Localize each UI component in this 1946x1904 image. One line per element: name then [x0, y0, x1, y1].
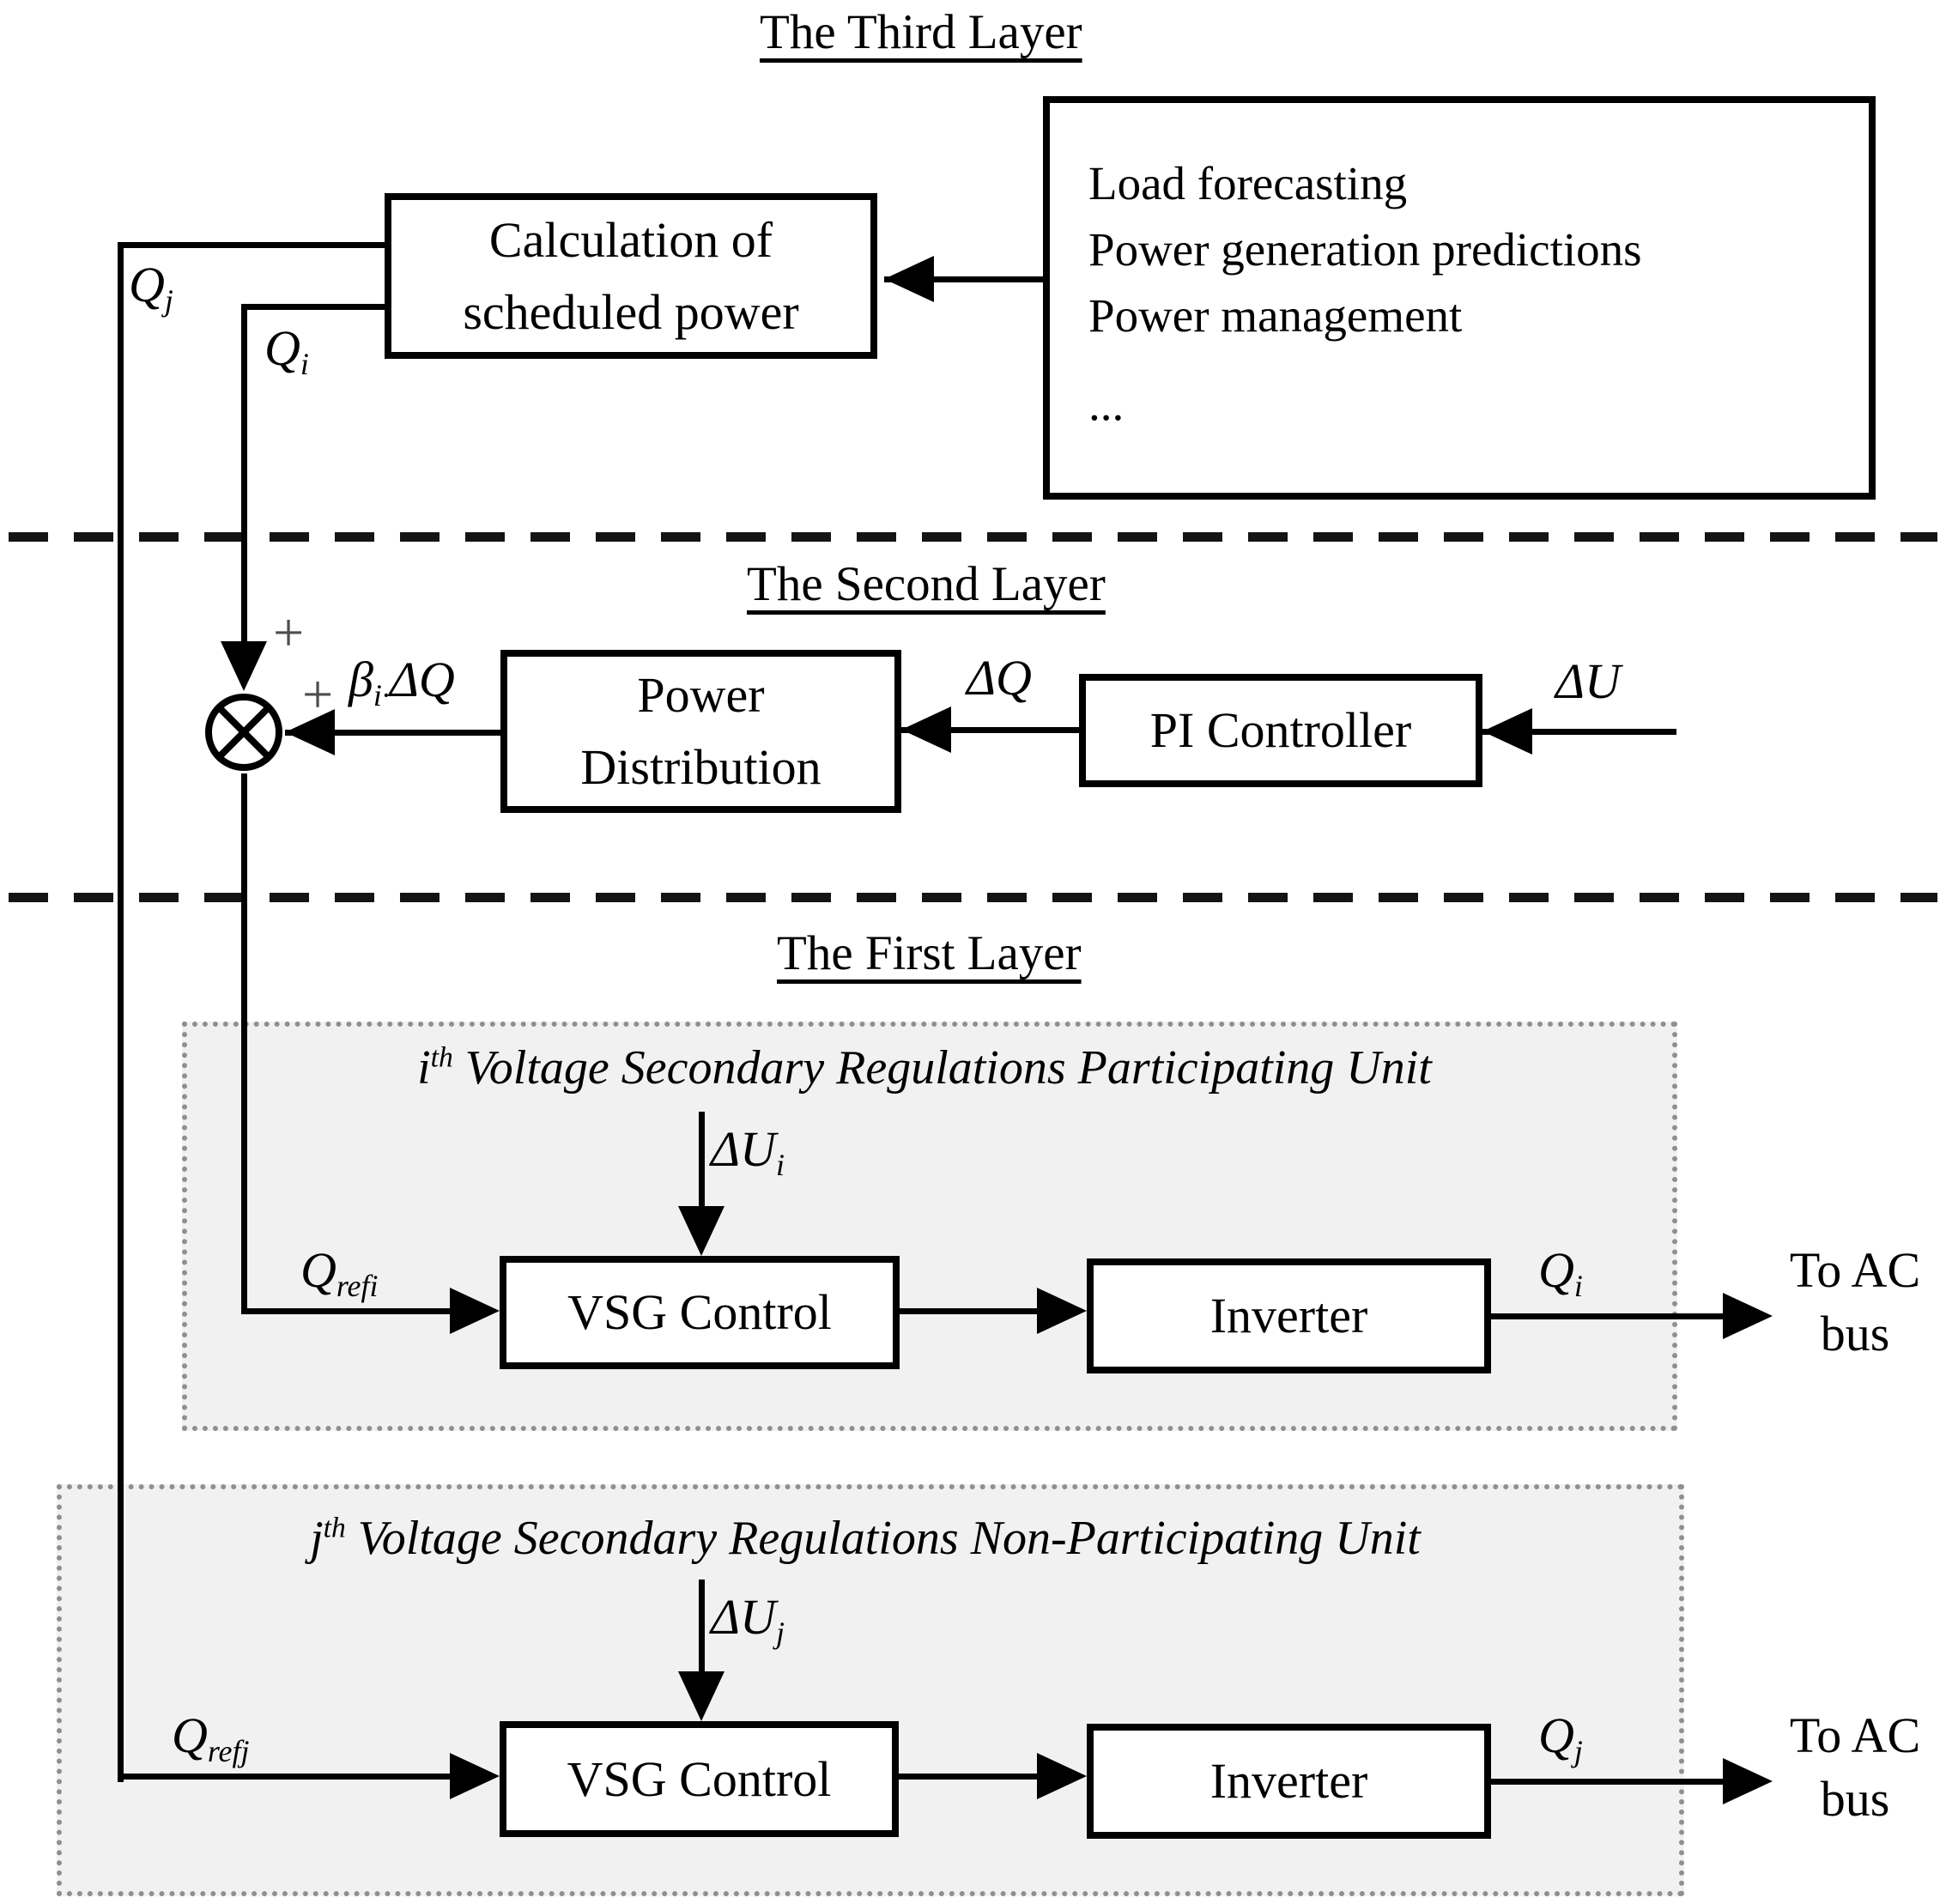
du-to-pi-line — [1482, 729, 1676, 735]
vsgj-to-invj-line — [899, 1774, 1039, 1780]
calc-box-line1: Calculation of — [488, 211, 773, 268]
info-line-4: ... — [1088, 378, 1125, 430]
forecast-management-box: Load forecasting Power generation predic… — [1043, 96, 1876, 500]
vsgj-to-invj-arrowhead-icon — [1037, 1753, 1087, 1799]
first-layer-title: The First Layer — [777, 926, 1082, 980]
third-layer-title: The Third Layer — [760, 5, 1082, 59]
second-layer-title: The Second Layer — [747, 557, 1106, 611]
vsgi-to-invi-line — [900, 1308, 1039, 1314]
qi-line-top — [244, 304, 385, 310]
layer-separator-bottom — [9, 893, 1937, 902]
qrefj-line — [118, 1774, 452, 1780]
unit-i-title-sup: th — [430, 1041, 453, 1074]
invj-out-arrowhead-icon — [1723, 1758, 1773, 1804]
calc-scheduled-power-box: Calculation of scheduled power — [385, 193, 877, 359]
sum-plus-side-label: + — [302, 664, 334, 725]
vsgi-to-invi-arrowhead-icon — [1037, 1288, 1087, 1334]
qj-line-top — [120, 242, 385, 248]
delta-u-label: ΔU — [1555, 653, 1621, 709]
pi-controller-label: PI Controller — [1149, 702, 1412, 758]
dui-arrowhead-icon — [678, 1206, 724, 1256]
to-ac-bus-j-label: To AC bus — [1789, 1707, 1921, 1827]
inverter-i-box: Inverter — [1087, 1258, 1491, 1373]
vsg-control-j-label: VSG Control — [567, 1750, 832, 1807]
delta-uj-label: ΔUj — [711, 1589, 785, 1650]
vsg-control-j-box: VSG Control — [500, 1721, 899, 1837]
sum-to-vsgi-vertical — [241, 773, 247, 1314]
qj-out-label: Qj — [1538, 1707, 1583, 1768]
qrefj-label: Qrefj — [172, 1707, 250, 1768]
info-to-calc-line — [884, 276, 1043, 282]
qi-line-vertical — [241, 304, 247, 647]
inverter-i-label: Inverter — [1209, 1288, 1368, 1343]
info-line-1: Load forecasting — [1088, 157, 1408, 209]
qrefj-arrowhead-icon — [450, 1753, 500, 1799]
du-to-pi-arrowhead-icon — [1482, 708, 1532, 755]
duj-line — [699, 1580, 705, 1676]
inverter-j-label: Inverter — [1209, 1753, 1368, 1809]
pd-to-sum-arrowhead-icon — [285, 709, 335, 755]
pi-to-pd-line — [901, 727, 1079, 733]
unit-i-title: ith Voltage Secondary Regulations Partic… — [182, 1040, 1667, 1095]
vsg-control-i-box: VSG Control — [500, 1256, 900, 1369]
summing-junction-icon — [205, 694, 282, 771]
calc-box-line2: scheduled power — [463, 283, 799, 340]
pd-to-sum-line — [285, 730, 500, 736]
power-distribution-box: Power Distribution — [500, 650, 901, 813]
to-ac-bus-i-label: To AC bus — [1789, 1242, 1921, 1361]
qj-top-label: Qj — [129, 257, 173, 318]
delta-q-label: ΔQ — [967, 650, 1032, 706]
power-distribution-line1: Power — [637, 667, 765, 723]
unit-j-title-var: j — [310, 1512, 324, 1565]
unit-j-title-sup: th — [323, 1512, 346, 1544]
beta-dq-label: βi·ΔQ — [349, 652, 455, 712]
inverter-j-box: Inverter — [1087, 1724, 1491, 1839]
qi-top-label: Qi — [264, 320, 309, 381]
pi-to-pd-arrowhead-icon — [901, 706, 951, 753]
qi-out-label: Qi — [1538, 1242, 1583, 1303]
unit-i-container — [182, 1022, 1677, 1431]
qrefi-label: Qrefi — [300, 1242, 379, 1303]
power-distribution-line2: Distribution — [580, 739, 821, 795]
qrefi-line — [241, 1308, 452, 1314]
qrefi-arrowhead-icon — [450, 1288, 500, 1334]
unit-i-title-rest: Voltage Secondary Regulations Participat… — [452, 1041, 1432, 1094]
info-line-2: Power generation predictions — [1088, 223, 1642, 276]
invi-out-line — [1491, 1313, 1725, 1319]
sum-plus-top-label: + — [273, 602, 305, 663]
invj-out-line — [1491, 1779, 1725, 1785]
qi-arrowhead-icon — [221, 641, 267, 691]
layer-separator-top — [9, 532, 1937, 542]
pi-controller-box: PI Controller — [1079, 674, 1482, 787]
dui-line — [699, 1112, 705, 1210]
invi-out-arrowhead-icon — [1723, 1293, 1773, 1339]
unit-i-title-var: i — [417, 1041, 431, 1094]
unit-j-title: jth Voltage Secondary Regulations Non-Pa… — [57, 1511, 1674, 1566]
info-line-3: Power management — [1088, 289, 1463, 342]
duj-arrowhead-icon — [678, 1671, 724, 1721]
qj-line-vertical — [118, 242, 124, 1782]
delta-ui-label: ΔUi — [711, 1121, 785, 1182]
info-to-calc-arrowhead-icon — [884, 256, 934, 302]
vsg-control-i-label: VSG Control — [567, 1284, 832, 1340]
unit-j-title-rest: Voltage Secondary Regulations Non-Partic… — [345, 1512, 1421, 1565]
